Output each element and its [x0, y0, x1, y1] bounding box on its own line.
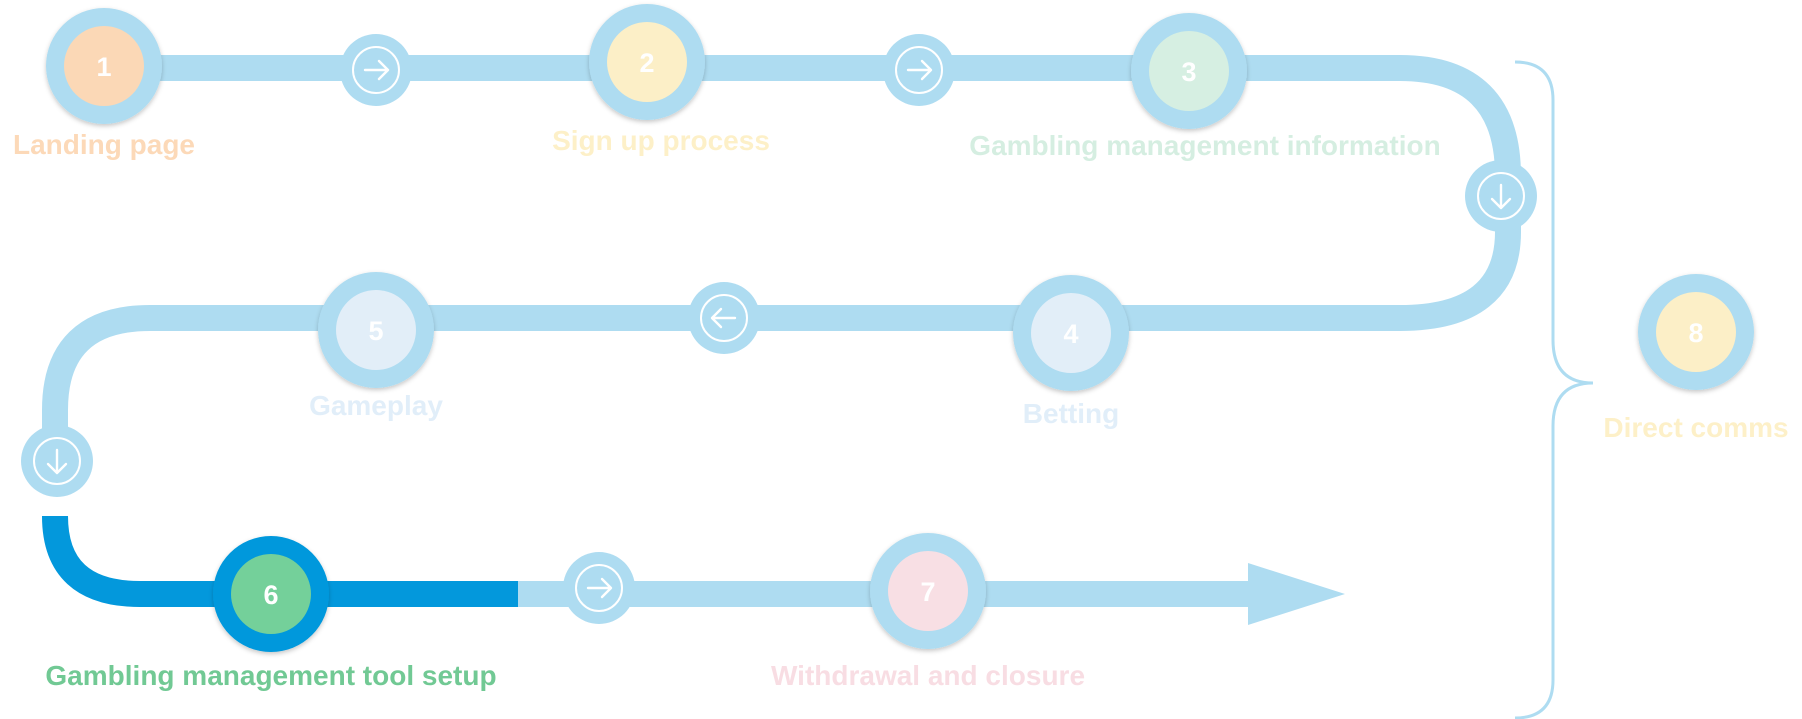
step-5-label: Gameplay [309, 390, 443, 421]
connector-right-1 [340, 34, 412, 106]
connector-down-2 [21, 425, 93, 497]
step-4-fill [1031, 293, 1111, 373]
direct-comms-brace [1514, 60, 1594, 719]
step-3-fill [1149, 31, 1229, 111]
connector-left-1 [688, 282, 760, 354]
step-8-label: Direct comms [1603, 412, 1788, 443]
step-5-fill [336, 290, 416, 370]
step-2-label: Sign up process [552, 125, 770, 156]
step-7-label: Withdrawal and closure [771, 660, 1085, 691]
step-2-fill [607, 22, 687, 102]
step-3-number: 3 [1181, 57, 1196, 87]
step-4-label: Betting [1023, 398, 1119, 429]
step-8-number: 8 [1688, 318, 1703, 348]
step-1-label: Landing page [13, 129, 195, 160]
step-6-label: Gambling management tool setup [45, 660, 496, 691]
connector-right-3 [563, 552, 635, 624]
track-row-1 [42, 55, 1521, 480]
step-3-label: Gambling management information [969, 130, 1440, 161]
track-end-arrowhead [1248, 563, 1345, 625]
step-7-number: 7 [920, 577, 935, 607]
connector-down-1 [1465, 160, 1537, 232]
step-6-fill [231, 554, 311, 634]
step-8-fill [1656, 292, 1736, 372]
step-7-fill [888, 551, 968, 631]
connector-right-2 [883, 34, 955, 106]
track-active-segment [42, 515, 518, 607]
step-1-fill [64, 26, 144, 106]
step-2-number: 2 [639, 48, 654, 78]
step-1-number: 1 [96, 52, 111, 82]
step-6-number: 6 [263, 580, 278, 610]
step-5-number: 5 [368, 316, 383, 346]
step-4-number: 4 [1063, 319, 1078, 349]
